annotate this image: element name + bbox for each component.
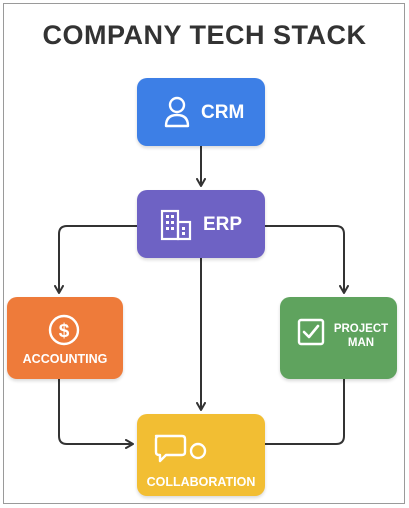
dollar-icon: $	[48, 314, 80, 346]
accounting-node: $ ACCOUNTING	[7, 297, 123, 379]
crm-label: CRM	[201, 102, 245, 123]
svg-text:$: $	[59, 321, 70, 342]
project-man-label: PROJECT MAN	[333, 323, 389, 349]
edge-erp-to-project-man	[265, 225, 349, 294]
erp-node: ERP	[137, 190, 265, 258]
edge-accounting-to-collaboration	[58, 379, 134, 449]
chat-bubble-icon	[154, 434, 207, 463]
page-title: COMPANY TECH STACK	[42, 20, 367, 50]
edge-erp-to-accounting	[54, 225, 137, 294]
collaboration-label: COLLABORATION	[146, 475, 256, 489]
erp-label: ERP	[203, 214, 243, 235]
crm-node: CRM	[137, 78, 265, 146]
project-man-node: PROJECT MAN	[280, 297, 397, 379]
checkbox-icon	[297, 318, 325, 346]
edge-project-man-to-collaboration	[265, 379, 345, 445]
collaboration-node: COLLABORATION	[137, 414, 265, 496]
person-icon	[164, 96, 190, 128]
building-icon	[160, 209, 192, 241]
accounting-label: ACCOUNTING	[22, 352, 108, 366]
